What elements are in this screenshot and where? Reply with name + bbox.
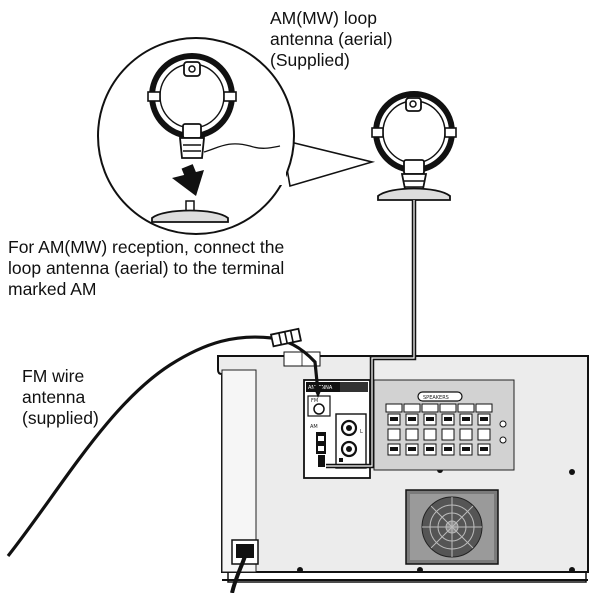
fm-coax-jack[interactable] [313, 403, 325, 415]
magnified-loop-antenna [147, 53, 281, 159]
speakers-panel-label: SPEAKERS [423, 395, 449, 401]
audio-l-label: L [360, 429, 363, 435]
magnified-antenna-base [151, 200, 229, 223]
fm-wire-antenna [6, 327, 323, 557]
cooling-fan-grille [405, 489, 499, 565]
antenna-terminal-block: ANTENNA FM AM L [303, 379, 371, 479]
am-terminal-label: AM [310, 424, 318, 430]
fm-antenna-label: FM wire antenna (supplied) [22, 366, 99, 428]
am-connection-instruction: For AM(MW) reception, connect the loop a… [8, 237, 285, 299]
am-antenna-cable [326, 200, 417, 469]
am-antenna-label: AM(MW) loop antenna (aerial) (Supplied) [270, 8, 393, 70]
am-loop-antenna [371, 91, 457, 201]
downward-arrow-icon [172, 164, 204, 196]
am-spring-terminal[interactable] [316, 432, 326, 454]
fm-terminal-label: FM [311, 398, 318, 404]
power-cord [230, 539, 259, 593]
speaker-terminals[interactable] [385, 403, 493, 456]
speaker-terminal-block: SPEAKERS [373, 379, 515, 471]
